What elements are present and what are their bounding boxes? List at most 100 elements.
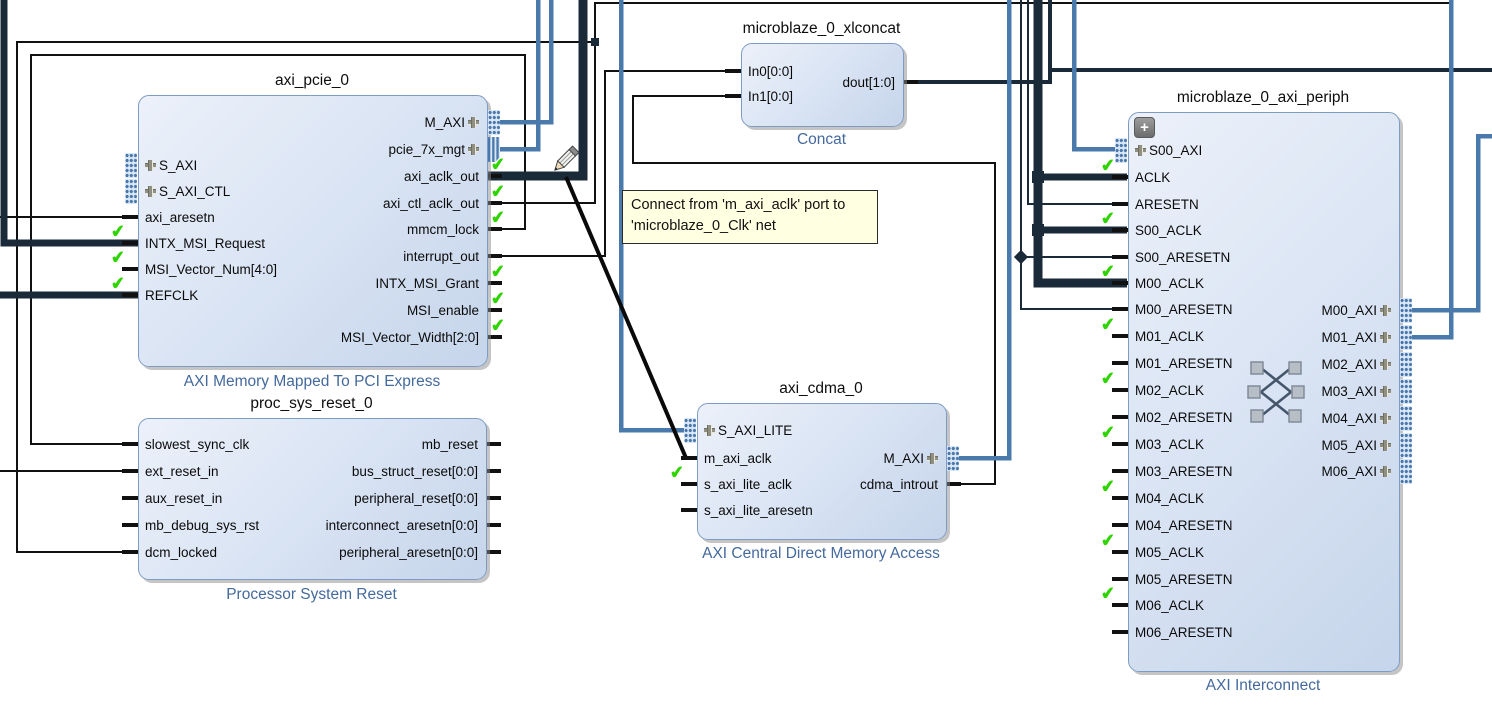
connection-target-marker[interactable] xyxy=(1399,405,1412,431)
net-axi-aclk-out-trunk[interactable] xyxy=(487,0,588,181)
port-axi_pcie_0-axi_ctl_aclk_out[interactable]: axi_ctl_aclk_out xyxy=(145,190,479,216)
net-pcie-7x-mgt[interactable] xyxy=(499,0,541,152)
port-microblaze_0_axi_periph-M04_ARESETN[interactable]: M04_ARESETN xyxy=(1135,512,1391,538)
port-microblaze_0_axi_periph-M05_ARESETN[interactable]: M05_ARESETN xyxy=(1135,566,1391,592)
connection-target-marker[interactable] xyxy=(487,109,500,135)
port-axi_pcie_0-mmcm_lock[interactable]: mmcm_lock xyxy=(145,216,479,242)
port-microblaze_0_axi_periph-M06_ACLK[interactable]: M06_ACLK xyxy=(1135,592,1391,618)
port-microblaze_0_axi_periph-M02_ACLK[interactable]: M02_ACLK xyxy=(1135,377,1391,403)
port-axi_cdma_0-cdma_introut[interactable]: cdma_introut xyxy=(704,471,938,497)
net-interrupt-out-in0[interactable] xyxy=(487,70,742,257)
net-s00-axi[interactable] xyxy=(1071,0,1115,152)
port-axi_pcie_0-S_AXI_CTL[interactable]: S_AXI_CTL xyxy=(145,178,479,204)
port-axi_pcie_0-INTX_MSI_Request[interactable]: INTX_MSI_Request xyxy=(145,230,479,256)
port-axi_cdma_0-M_AXI[interactable]: M_AXI xyxy=(704,445,938,471)
port-microblaze_0_axi_periph-S00_ARESETN[interactable]: S00_ARESETN xyxy=(1135,244,1391,270)
net-mmcm-lock[interactable] xyxy=(30,54,526,445)
net-cdma-s-axi-lite[interactable] xyxy=(618,0,684,433)
port-axi_cdma_0-m_axi_aclk[interactable]: m_axi_aclk xyxy=(704,445,938,471)
port-axi_cdma_0-s_axi_lite_aresetn[interactable]: s_axi_lite_aresetn xyxy=(704,497,938,523)
block-proc_sys_reset_0[interactable] xyxy=(138,418,487,580)
port-proc_sys_reset_0-ext_reset_in[interactable]: ext_reset_in xyxy=(145,458,478,484)
port-microblaze_0_axi_periph-M01_AXI[interactable]: M01_AXI xyxy=(1135,324,1391,350)
connection-target-marker[interactable] xyxy=(1399,378,1412,404)
port-microblaze_0_xlconcat-dout[1:0][interactable]: dout[1:0] xyxy=(748,69,895,95)
port-axi_pcie_0-REFCLK[interactable]: REFCLK xyxy=(145,282,479,308)
connection-target-marker[interactable] xyxy=(487,136,500,162)
port-proc_sys_reset_0-slowest_sync_clk[interactable]: slowest_sync_clk xyxy=(145,431,478,457)
port-axi_cdma_0-s_axi_lite_aclk[interactable]: s_axi_lite_aclk xyxy=(704,471,938,497)
port-proc_sys_reset_0-aux_reset_in[interactable]: aux_reset_in xyxy=(145,485,478,511)
port-axi_pcie_0-INTX_MSI_Grant[interactable]: INTX_MSI_Grant xyxy=(145,270,479,296)
net-axi-ctl-aclk-out[interactable] xyxy=(487,2,1451,204)
port-microblaze_0_axi_periph-M02_ARESETN[interactable]: M02_ARESETN xyxy=(1135,404,1391,430)
port-microblaze_0_axi_periph-M05_ACLK[interactable]: M05_ACLK xyxy=(1135,539,1391,565)
block-microblaze_0_axi_periph[interactable] xyxy=(1128,112,1400,672)
port-microblaze_0_axi_periph-M04_AXI[interactable]: M04_AXI xyxy=(1135,405,1391,431)
net-cdma-introut-in1[interactable] xyxy=(632,95,996,485)
port-axi_pcie_0-interrupt_out[interactable]: interrupt_out xyxy=(145,243,479,269)
port-microblaze_0_axi_periph-M06_AXI[interactable]: M06_AXI xyxy=(1135,458,1391,484)
port-proc_sys_reset_0-dcm_locked[interactable]: dcm_locked xyxy=(145,539,478,565)
connection-target-marker[interactable] xyxy=(124,152,137,178)
port-axi_pcie_0-MSI_enable[interactable]: MSI_enable xyxy=(145,297,479,323)
net-periph-m00-aresetn[interactable] xyxy=(1019,0,1127,311)
connection-target-marker[interactable] xyxy=(1114,137,1127,163)
port-proc_sys_reset_0-interconnect_aresetn[0:0][interactable]: interconnect_aresetn[0:0] xyxy=(145,512,478,538)
block-axi_cdma_0[interactable] xyxy=(697,403,947,540)
connection-target-marker[interactable] xyxy=(1399,458,1412,484)
port-microblaze_0_axi_periph-M03_ARESETN[interactable]: M03_ARESETN xyxy=(1135,458,1391,484)
net-pcie-m-axi[interactable] xyxy=(499,0,554,125)
port-microblaze_0_axi_periph-S00_ACLK[interactable]: S00_ACLK xyxy=(1135,217,1391,243)
port-axi_pcie_0-S_AXI[interactable]: S_AXI xyxy=(145,152,479,178)
net-junction xyxy=(1013,249,1029,265)
port-axi_cdma_0-S_AXI_LITE[interactable]: S_AXI_LITE xyxy=(704,417,938,443)
port-axi_pcie_0-pcie_7x_mgt[interactable]: pcie_7x_mgt xyxy=(145,136,479,162)
net-periph-aresetn[interactable] xyxy=(1026,0,1127,206)
expand-button[interactable]: + xyxy=(1134,117,1155,138)
block-axi_pcie_0[interactable] xyxy=(138,95,488,367)
port-axi_pcie_0-MSI_Vector_Num[4:0][interactable]: MSI_Vector_Num[4:0] xyxy=(145,256,479,282)
port-microblaze_0_xlconcat-In1[0:0][interactable]: In1[0:0] xyxy=(748,83,895,109)
port-microblaze_0_axi_periph-M00_ARESETN[interactable]: M00_ARESETN xyxy=(1135,296,1391,322)
port-proc_sys_reset_0-peripheral_aresetn[0:0][interactable]: peripheral_aresetn[0:0] xyxy=(145,539,478,565)
port-microblaze_0_axi_periph-M02_AXI[interactable]: M02_AXI xyxy=(1135,351,1391,377)
connection-target-marker[interactable] xyxy=(1399,432,1412,458)
net-concat-dout[interactable] xyxy=(903,0,1052,84)
port-proc_sys_reset_0-mb_reset[interactable]: mb_reset xyxy=(145,431,478,457)
port-microblaze_0_axi_periph-M03_ACLK[interactable]: M03_ACLK xyxy=(1135,431,1391,457)
connection-target-marker[interactable] xyxy=(683,417,696,443)
port-microblaze_0_axi_periph-M00_AXI[interactable]: M00_AXI xyxy=(1135,297,1391,323)
connection-target-marker[interactable] xyxy=(124,178,137,204)
port-microblaze_0_axi_periph-M00_ACLK[interactable]: M00_ACLK xyxy=(1135,270,1391,296)
net-m01-axi[interactable] xyxy=(1399,0,1454,340)
port-microblaze_0_xlconcat-In0[0:0][interactable]: In0[0:0] xyxy=(748,58,895,84)
net-periph-aclk-trunk[interactable] xyxy=(1033,0,1127,288)
net-m00-axi[interactable] xyxy=(1399,133,1492,313)
connection-target-marker[interactable] xyxy=(1399,297,1412,323)
block-microblaze_0_xlconcat[interactable] xyxy=(741,43,904,127)
port-proc_sys_reset_0-peripheral_reset[0:0][interactable]: peripheral_reset[0:0] xyxy=(145,485,478,511)
port-microblaze_0_axi_periph-ACLK[interactable]: ACLK xyxy=(1135,164,1391,190)
port-axi_pcie_0-axi_aclk_out[interactable]: axi_aclk_out xyxy=(145,163,479,189)
port-proc_sys_reset_0-mb_debug_sys_rst[interactable]: mb_debug_sys_rst xyxy=(145,512,478,538)
net-cdma-m-axi[interactable] xyxy=(946,0,1012,461)
port-proc_sys_reset_0-bus_struct_reset[0:0][interactable]: bus_struct_reset[0:0] xyxy=(145,458,478,484)
port-axi_pcie_0-MSI_Vector_Width[2:0][interactable]: MSI_Vector_Width[2:0] xyxy=(145,324,479,350)
connection-target-marker[interactable] xyxy=(1399,324,1412,350)
port-microblaze_0_axi_periph-M01_ACLK[interactable]: M01_ACLK xyxy=(1135,323,1391,349)
port-microblaze_0_axi_periph-M03_AXI[interactable]: M03_AXI xyxy=(1135,378,1391,404)
port-microblaze_0_axi_periph-M04_ACLK[interactable]: M04_ACLK xyxy=(1135,485,1391,511)
port-microblaze_0_axi_periph-M01_ARESETN[interactable]: M01_ARESETN xyxy=(1135,350,1391,376)
net-pending-connection[interactable] xyxy=(564,176,688,459)
net-intx-msi-request[interactable] xyxy=(0,0,139,247)
port-microblaze_0_axi_periph-M05_AXI[interactable]: M05_AXI xyxy=(1135,432,1391,458)
connection-target-marker[interactable] xyxy=(946,445,959,471)
port-microblaze_0_axi_periph-M06_ARESETN[interactable]: M06_ARESETN xyxy=(1135,619,1391,645)
port-microblaze_0_axi_periph-ARESETN[interactable]: ARESETN xyxy=(1135,191,1391,217)
port-axi_pcie_0-M_AXI[interactable]: M_AXI xyxy=(145,109,479,135)
connection-target-marker[interactable] xyxy=(1399,351,1412,377)
port-microblaze_0_axi_periph-S00_AXI[interactable]: S00_AXI xyxy=(1135,137,1391,163)
port-axi_pcie_0-axi_aresetn[interactable]: axi_aresetn xyxy=(145,204,479,230)
